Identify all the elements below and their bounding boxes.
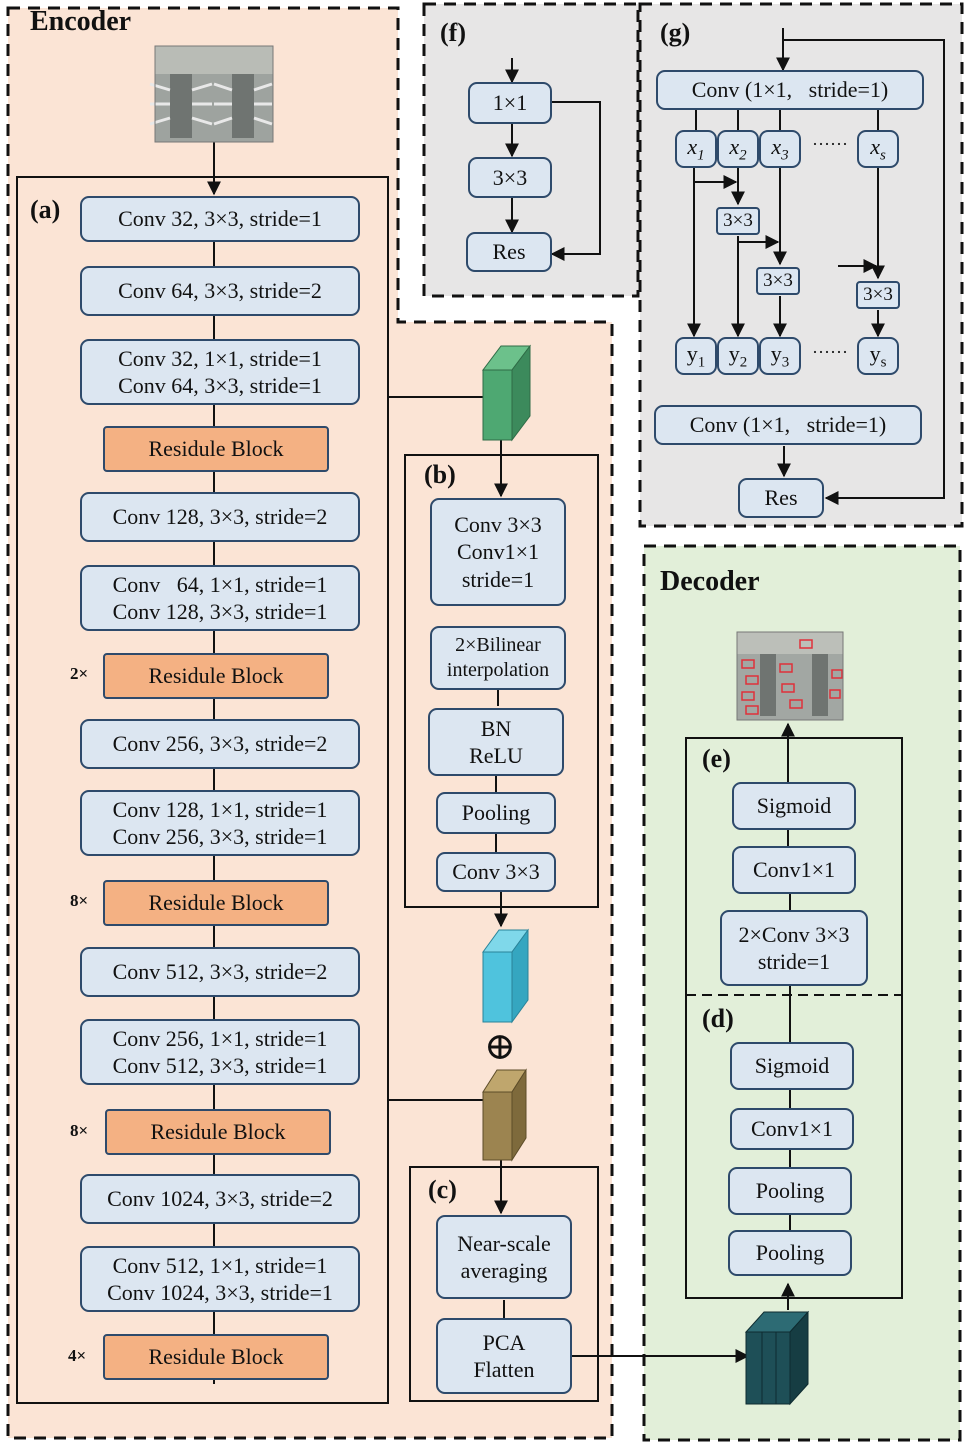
encoder-layer-5: Conv 128, 3×3, stride=2: [80, 492, 360, 542]
g-node-xs: xs: [857, 130, 899, 168]
fusion-add-symbol: ⊕: [484, 1026, 516, 1068]
feature-block-cyan: [482, 928, 529, 1024]
residual-block-4: Residule Block: [105, 1109, 331, 1155]
encoder-layer-14: Conv 1024, 3×3, stride=2: [80, 1174, 360, 1224]
b-block-conv: Conv 3×3 Conv1×1 stride=1: [430, 498, 566, 606]
d-block-conv1x1: Conv1×1: [730, 1108, 854, 1150]
encoder-layer-3: Conv 32, 1×1, stride=1 Conv 64, 3×3, str…: [80, 339, 360, 405]
d-block-sigmoid: Sigmoid: [730, 1042, 854, 1090]
repeat-label-8x-1: 8×: [70, 891, 89, 910]
e-block-conv1x1: Conv1×1: [732, 846, 856, 894]
feature-block-brown: [482, 1068, 527, 1162]
g-node-ys: ys: [857, 337, 899, 375]
encoder-layer-6: Conv 64, 1×1, stride=1 Conv 128, 3×3, st…: [80, 565, 360, 631]
g-node-x1: x1: [675, 130, 717, 168]
panel-c-frame: [409, 1166, 599, 1402]
panel-f-label: (f): [440, 18, 466, 47]
residual-block-5: Residule Block: [103, 1334, 329, 1380]
g-node-x3: x3: [759, 130, 801, 168]
residual-block-2: Residule Block: [103, 653, 329, 699]
g-conv-bottom: Conv (1×1, stride=1): [654, 405, 922, 445]
decoder-title: Decoder: [660, 566, 760, 597]
g-conv-top: Conv (1×1, stride=1): [656, 70, 924, 110]
g-block-res: Res: [738, 478, 824, 518]
g-node-y3: y3: [759, 337, 801, 375]
b-block-bn-relu: BN ReLU: [428, 708, 564, 776]
encoder-layer-11: Conv 512, 3×3, stride=2: [80, 947, 360, 997]
panel-a-frame: [16, 176, 389, 1404]
g-kernel-3: 3×3: [856, 281, 900, 309]
input-image: [149, 45, 274, 143]
g-node-x2: x2: [717, 130, 759, 168]
panel-c-label: (c): [428, 1175, 457, 1204]
g-node-y2: y2: [717, 337, 759, 375]
feature-block-green: [482, 344, 531, 442]
f-block-3x3: 3×3: [468, 157, 552, 198]
panel-e-label: (e): [702, 744, 731, 773]
residual-block-1: Residule Block: [103, 426, 329, 472]
panel-de-frame: [685, 737, 903, 1299]
encoder-layer-8: Conv 256, 3×3, stride=2: [80, 719, 360, 769]
g-ellipsis-x: ······: [812, 134, 848, 154]
encoder-layer-9: Conv 128, 1×1, stride=1 Conv 256, 3×3, s…: [80, 790, 360, 856]
repeat-label-2x: 2×: [70, 664, 89, 683]
b-block-bilinear: 2×Bilinear interpolation: [430, 626, 566, 690]
encoder-title: Encoder: [30, 6, 132, 37]
c-block-averaging: Near-scale averaging: [436, 1215, 572, 1299]
g-node-y1: y1: [675, 337, 717, 375]
panel-a-label: (a): [30, 195, 61, 224]
d-block-pooling-2: Pooling: [728, 1230, 852, 1276]
encoder-layer-2: Conv 64, 3×3, stride=2: [80, 266, 360, 316]
feature-block-dark: [744, 1310, 810, 1406]
residual-block-3: Residule Block: [103, 880, 329, 926]
panel-g-label: (g): [660, 18, 691, 47]
repeat-label-8x-2: 8×: [70, 1121, 89, 1140]
f-block-1x1: 1×1: [468, 82, 552, 124]
panel-d-label: (d): [702, 1004, 734, 1033]
g-kernel-2: 3×3: [756, 267, 800, 295]
encoder-layer-1: Conv 32, 3×3, stride=1: [80, 196, 360, 242]
output-image: [736, 631, 844, 721]
b-block-pooling: Pooling: [436, 792, 556, 834]
d-block-pooling-1: Pooling: [728, 1167, 852, 1215]
c-block-pca-flatten: PCA Flatten: [436, 1318, 572, 1394]
encoder-layer-12: Conv 256, 1×1, stride=1 Conv 512, 3×3, s…: [80, 1019, 360, 1085]
encoder-layer-15: Conv 512, 1×1, stride=1 Conv 1024, 3×3, …: [80, 1246, 360, 1312]
g-kernel-1: 3×3: [716, 207, 760, 235]
e-block-2conv: 2×Conv 3×3 stride=1: [720, 910, 868, 986]
f-block-res: Res: [466, 232, 552, 272]
g-ellipsis-y: ······: [812, 342, 848, 362]
repeat-label-4x: 4×: [68, 1346, 87, 1365]
panel-b-label: (b): [424, 460, 456, 489]
e-block-sigmoid: Sigmoid: [732, 782, 856, 830]
b-block-conv3: Conv 3×3: [436, 852, 556, 892]
